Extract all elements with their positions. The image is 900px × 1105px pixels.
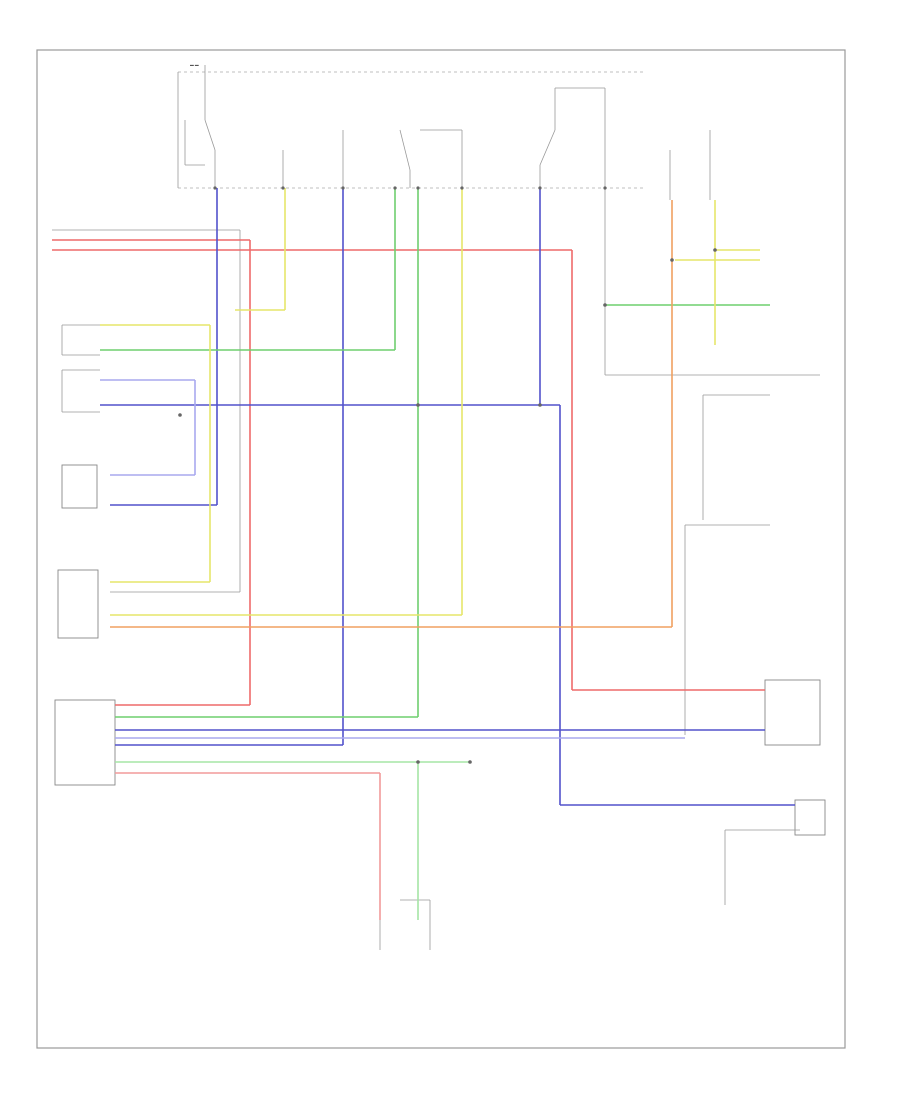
- gray-wires: [52, 188, 820, 905]
- diagram-frame: [36, 49, 846, 1049]
- svg-text:▬ ▬: ▬ ▬: [190, 63, 199, 67]
- green-wires: [100, 188, 770, 920]
- yellow-wires: [100, 188, 760, 616]
- left-components: [54, 324, 826, 950]
- junction-dots: [178, 186, 717, 764]
- red-wires: [52, 239, 765, 920]
- orange-wires: [110, 200, 673, 628]
- fuse-relay-box: ▬ ▬: [177, 63, 711, 200]
- blue-wires: [100, 188, 795, 806]
